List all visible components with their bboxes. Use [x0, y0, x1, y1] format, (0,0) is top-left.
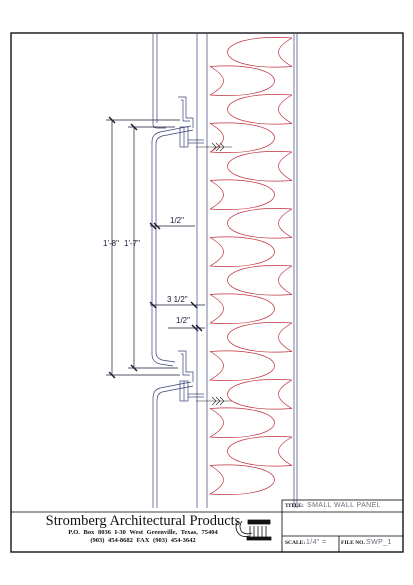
dimension-half-inch-upper: 1/2" — [170, 216, 184, 225]
upper-clip — [178, 96, 204, 148]
lower-screw — [196, 396, 232, 406]
titleblock-box — [281, 499, 404, 553]
scale-value: 1/4" = — [306, 539, 327, 546]
file-number-label: FILE NO. — [341, 540, 365, 546]
panel-middle-face — [151, 125, 194, 367]
company-address: P.O. Box 8036 I-30 West Greenville, Texa… — [68, 529, 218, 536]
dimension-overall: 1'-8" — [103, 239, 119, 248]
insulation-loops — [209, 37, 293, 495]
sheet-border — [10, 32, 404, 553]
title-label: TITLE: — [285, 503, 304, 509]
batt-insulation — [209, 37, 293, 495]
company-logo — [235, 519, 272, 541]
scale-label: SCALE: — [285, 540, 306, 546]
company-phone: (903) 454-8682 FAX (903) 454-3642 — [90, 537, 196, 544]
lower-clip — [178, 350, 204, 402]
dimension-half-inch-lower: 1/2" — [176, 316, 190, 325]
file-number-value: SWP_1 — [366, 539, 392, 546]
panel-top-segment — [152, 34, 166, 129]
dimension-ticks — [108, 116, 203, 379]
company-name: Stromberg Architectural Products — [45, 513, 241, 529]
dimension-labels: 1'-8" 1'-7" 1/2" 3 1/2" 1/2" — [103, 216, 190, 325]
dimension-lines — [106, 119, 205, 376]
panel-bottom-segment — [152, 381, 194, 508]
wall-framing — [196, 34, 298, 508]
title-value: SMALL WALL PANEL — [307, 502, 381, 509]
dimension-depth: 3 1/2" — [167, 295, 188, 304]
dimension-panel: 1'-7" — [124, 239, 140, 248]
company-info: Stromberg Architectural Products P.O. Bo… — [12, 513, 274, 545]
